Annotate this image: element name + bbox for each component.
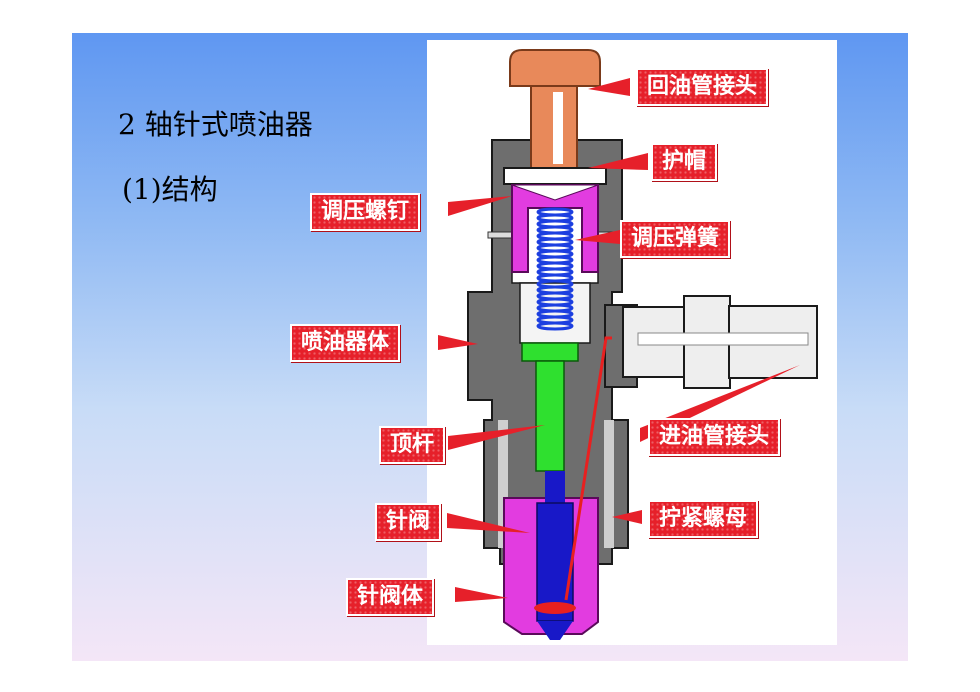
label-pressure-spring: 调压弹簧	[620, 220, 731, 258]
inlet-connector-shape	[622, 295, 818, 389]
label-pressure-screw: 调压螺钉	[310, 193, 421, 231]
return-oil-connector-shape	[509, 49, 601, 169]
pressure-spring-shape	[536, 207, 574, 331]
slide-subheading: (1)结构	[122, 173, 218, 206]
leader-spring	[575, 230, 620, 244]
label-push-rod: 顶杆	[379, 426, 446, 464]
protective-cap-shape	[503, 167, 607, 185]
push-rod-shape	[521, 342, 579, 472]
spring-coil	[536, 321, 574, 331]
label-needle-valve-body: 针阀体	[346, 578, 435, 616]
label-inlet-connector: 进油管接头	[648, 418, 781, 456]
leader-body	[438, 335, 478, 350]
leader-screw	[448, 196, 512, 216]
leader-needle-body	[455, 587, 508, 602]
leader-needle	[447, 513, 530, 533]
leader-cap	[588, 153, 648, 170]
oil-passage	[564, 336, 612, 601]
needle-valve-shape	[534, 471, 576, 640]
label-needle-valve: 针阀	[375, 503, 442, 541]
leader-tight-nut	[612, 510, 642, 524]
label-injector-body: 喷油器体	[290, 324, 401, 362]
label-return-oil-connector: 回油管接头	[636, 68, 769, 106]
leader-push-rod	[448, 425, 545, 450]
pressure-screw-shape	[511, 184, 599, 273]
slide-heading: 2 轴针式喷油器	[118, 108, 313, 141]
leader-return-oil	[588, 78, 630, 96]
label-protective-cap: 护帽	[651, 143, 718, 181]
label-tightening-nut: 拧紧螺母	[648, 500, 759, 538]
